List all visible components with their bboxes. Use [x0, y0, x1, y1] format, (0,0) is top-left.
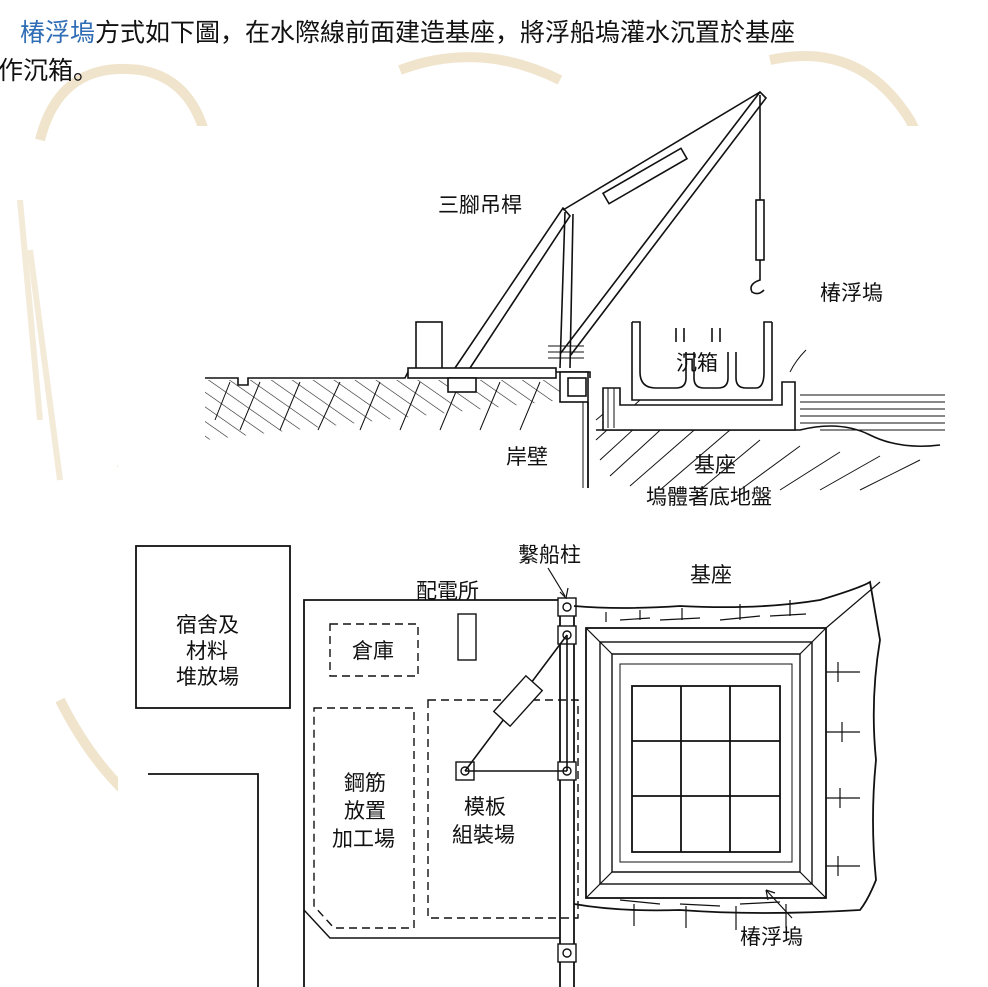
crane-hook — [750, 270, 765, 295]
piles-right — [826, 662, 860, 876]
formwork-area — [427, 699, 579, 919]
water-lines — [800, 394, 945, 431]
label-rebar-1: 鋼筋 — [344, 771, 386, 795]
crane-mast — [415, 321, 443, 373]
floating-dock-plan — [585, 627, 827, 899]
crane-boom — [454, 206, 572, 369]
label-bollard: 繫船柱 — [518, 543, 581, 567]
label-base-plan: 基座 — [690, 563, 732, 587]
label-formwork-1: 模板 — [464, 795, 506, 819]
label-warehouse: 倉庫 — [352, 639, 394, 663]
label-quay-wall: 岸壁 — [506, 445, 548, 469]
label-substation: 配電所 — [416, 579, 479, 603]
label-rebar-2: 放置 — [344, 799, 386, 823]
term-highlight: 椿浮塢 — [20, 18, 96, 47]
piles-top — [605, 600, 807, 622]
base-outline — [573, 580, 881, 914]
caisson-plan — [631, 685, 781, 853]
caisson — [631, 321, 773, 401]
label-dock-plan: 椿浮塢 — [740, 925, 803, 949]
rebar-area — [313, 707, 415, 929]
site-boundary — [303, 599, 561, 987]
warehouse — [329, 623, 419, 677]
seabed-line — [596, 425, 941, 448]
label-caisson: 沉箱 — [676, 351, 718, 375]
floating-dock — [602, 381, 796, 431]
piles-bottom — [619, 899, 787, 930]
label-dorm-1: 宿舍及 — [176, 613, 239, 637]
substation — [457, 613, 477, 661]
label-formwork-2: 組裝場 — [452, 823, 515, 847]
label-dorm-3: 堆放場 — [176, 665, 239, 689]
crane-ram — [601, 147, 689, 205]
plan-view — [135, 545, 881, 987]
label-rebar-3: 加工場 — [332, 827, 395, 851]
label-dorm-2: 材料 — [186, 639, 228, 663]
label-dock-ground: 塢體著底地盤 — [646, 485, 772, 509]
intro-line-1: 方式如下圖，在水際線前面建造基座，將浮船塢灌水沉置於基座 — [95, 18, 796, 47]
label-crane: 三腳吊桿 — [438, 193, 522, 217]
ground-hatch — [205, 380, 580, 440]
intro-line-2: 作沉箱。 — [0, 56, 99, 85]
label-dock-elevation: 椿浮塢 — [820, 281, 883, 305]
figure-background — [118, 126, 988, 987]
elevation-view — [205, 90, 945, 491]
dorm-storage-area — [135, 545, 291, 709]
label-base-elevation: 基座 — [694, 453, 736, 477]
